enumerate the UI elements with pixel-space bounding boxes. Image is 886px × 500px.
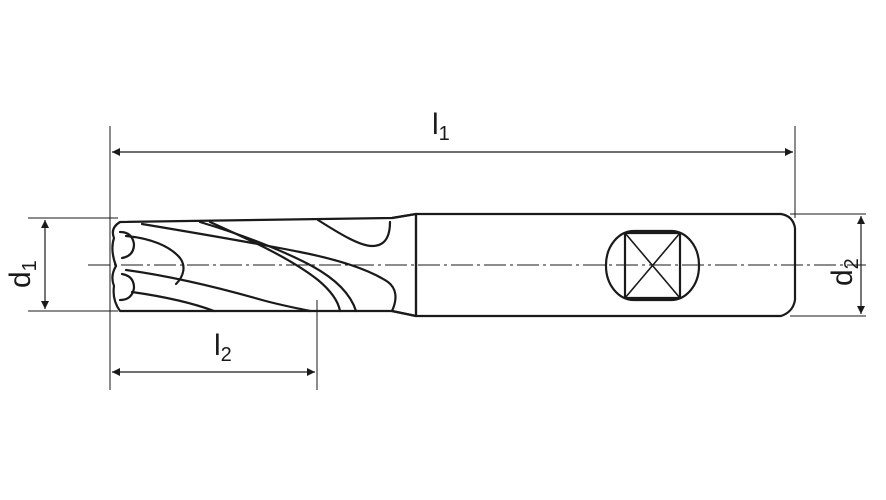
- flute-7: [124, 234, 185, 286]
- l2-label: l2: [214, 329, 232, 366]
- shank-outline: [414, 212, 797, 318]
- flute-6: [130, 290, 216, 313]
- cutter-outline: [111, 212, 418, 318]
- tool-body: [111, 212, 797, 318]
- d2-label: d2: [826, 258, 863, 286]
- extension-lines: [28, 126, 866, 390]
- flute-4: [316, 218, 392, 248]
- flute-3: [208, 220, 342, 313]
- shank-flat-marking: [604, 229, 701, 302]
- flute-5: [124, 268, 312, 313]
- shank-flat-inner: [623, 231, 682, 300]
- l1-label: l1: [432, 108, 450, 145]
- flute-1: [140, 222, 397, 313]
- dimension-lines: [41, 148, 865, 376]
- d1-label: d1: [4, 260, 41, 288]
- flute-2: [198, 220, 358, 313]
- tip-detail: [118, 230, 136, 302]
